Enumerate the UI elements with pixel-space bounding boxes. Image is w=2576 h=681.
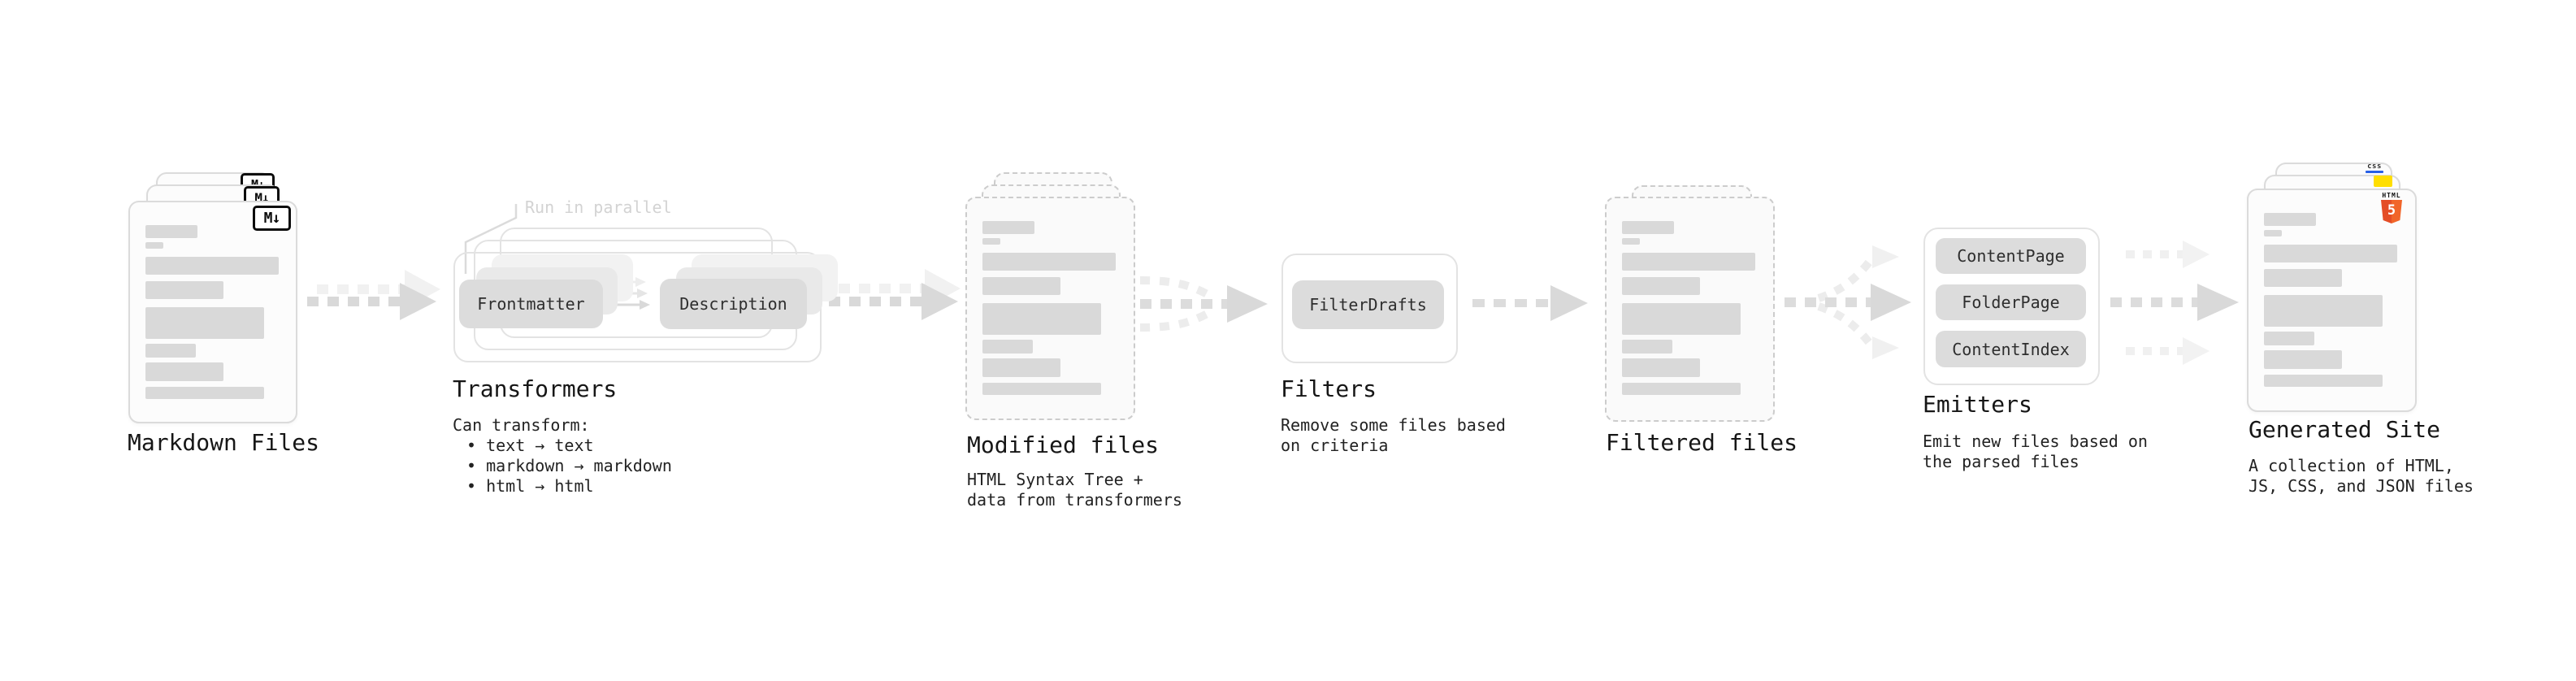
desc-line: A collection of HTML,: [2249, 456, 2454, 475]
content-placeholder-bar: [2264, 332, 2314, 345]
content-placeholder-bar: [982, 253, 1116, 271]
stage-title-generated-site: Generated Site: [2249, 416, 2441, 443]
content-placeholder-bar: [1622, 221, 1674, 234]
javascript-icon: [2374, 176, 2392, 187]
emitter-content-index-box: ContentIndex: [1936, 331, 2086, 367]
desc-line: HTML Syntax Tree +: [967, 470, 1143, 489]
arrow-modified-to-filters-merge: [1139, 276, 1268, 332]
content-placeholder-bar: [982, 383, 1101, 395]
content-placeholder-bar: [982, 277, 1060, 295]
stage-title-emitters: Emitters: [1923, 391, 2032, 418]
arrows-emitters-to-generated: [2110, 241, 2239, 365]
transformers-description: Can transform: • text → text • markdown …: [453, 415, 672, 497]
html5-icon: HTML 5: [2379, 192, 2404, 223]
content-placeholder-bar: [145, 257, 279, 275]
generated-site-description: A collection of HTML, JS, CSS, and JSON …: [2249, 456, 2474, 497]
content-placeholder-bar: [145, 225, 197, 238]
desc-line: JS, CSS, and JSON files: [2249, 476, 2474, 496]
filtered-file-front: [1605, 197, 1775, 422]
content-placeholder-bar: [2264, 375, 2383, 387]
desc-line: the parsed files: [1923, 452, 2079, 471]
stage-title-markdown-files: Markdown Files: [128, 429, 320, 456]
desc-line: • markdown → markdown: [466, 456, 672, 475]
desc-line: Remove some files based: [1281, 415, 1506, 435]
stage-title-filters: Filters: [1281, 375, 1377, 402]
content-placeholder-bar: [2264, 230, 2282, 236]
emitter-folder-page-box: FolderPage: [1936, 284, 2086, 320]
content-placeholder-bar: [1622, 238, 1640, 245]
arrow-filters-to-filtered: [1472, 285, 1588, 321]
css-icon: css: [2366, 163, 2383, 173]
desc-line: on criteria: [1281, 436, 1389, 455]
arrow-transformers-to-modified: [829, 269, 961, 320]
content-placeholder-bar: [982, 303, 1101, 335]
filters-description: Remove some files based on criteria: [1281, 415, 1506, 456]
emitter-content-page-box: ContentPage: [1936, 238, 2086, 274]
content-placeholder-bar: [1622, 303, 1741, 335]
content-placeholder-bar: [145, 362, 223, 381]
content-placeholder-bar: [2264, 295, 2383, 327]
desc-line: Can transform:: [453, 415, 590, 435]
transformer-description-box: Description: [660, 279, 807, 329]
arrow-filtered-to-emitters-split: [1785, 245, 1911, 359]
html5-icon-shield: 5: [2381, 200, 2402, 223]
content-placeholder-bar: [145, 344, 196, 358]
generated-file-front: [2247, 189, 2417, 412]
markdown-icon: M↓: [253, 206, 291, 231]
content-placeholder-bar: [2264, 213, 2316, 226]
arrow-markdown-to-transformers: [307, 270, 440, 320]
content-placeholder-bar: [1622, 383, 1741, 395]
content-placeholder-bar: [982, 221, 1034, 234]
content-placeholder-bar: [982, 358, 1060, 377]
content-placeholder-bar: [1622, 358, 1700, 377]
content-placeholder-bar: [982, 340, 1033, 354]
content-placeholder-bar: [145, 387, 264, 399]
content-placeholder-bar: [145, 307, 264, 339]
html5-icon-number: 5: [2387, 202, 2396, 219]
modified-files-description: HTML Syntax Tree + data from transformer…: [967, 470, 1182, 510]
desc-line: • text → text: [466, 436, 594, 455]
css-icon-label: css: [2367, 163, 2382, 171]
filter-drafts-box: FilterDrafts: [1292, 280, 1444, 329]
content-placeholder-bar: [145, 242, 163, 249]
desc-line: data from transformers: [967, 490, 1182, 510]
content-placeholder-bar: [1622, 253, 1755, 271]
content-placeholder-bar: [982, 238, 1000, 245]
content-placeholder-bar: [2264, 350, 2342, 369]
stage-title-transformers: Transformers: [453, 375, 618, 402]
content-placeholder-bar: [2264, 269, 2342, 287]
desc-line: • html → html: [466, 476, 594, 496]
html5-icon-label: HTML: [2382, 192, 2401, 199]
modified-file-front: [965, 197, 1135, 420]
content-placeholder-bar: [145, 281, 223, 299]
transformer-frontmatter-box: Frontmatter: [459, 280, 603, 328]
content-placeholder-bar: [1622, 277, 1700, 295]
css-icon-underline: [2366, 171, 2383, 173]
stage-title-modified-files: Modified files: [967, 432, 1160, 458]
run-in-parallel-annotation: Run in parallel: [525, 197, 672, 217]
stage-title-filtered-files: Filtered files: [1606, 429, 1798, 456]
emitters-description: Emit new files based on the parsed files: [1923, 432, 2148, 472]
desc-line: Emit new files based on: [1923, 432, 2148, 451]
content-placeholder-bar: [2264, 245, 2397, 262]
markdown-file-front: [128, 201, 297, 423]
content-placeholder-bar: [1622, 340, 1672, 354]
